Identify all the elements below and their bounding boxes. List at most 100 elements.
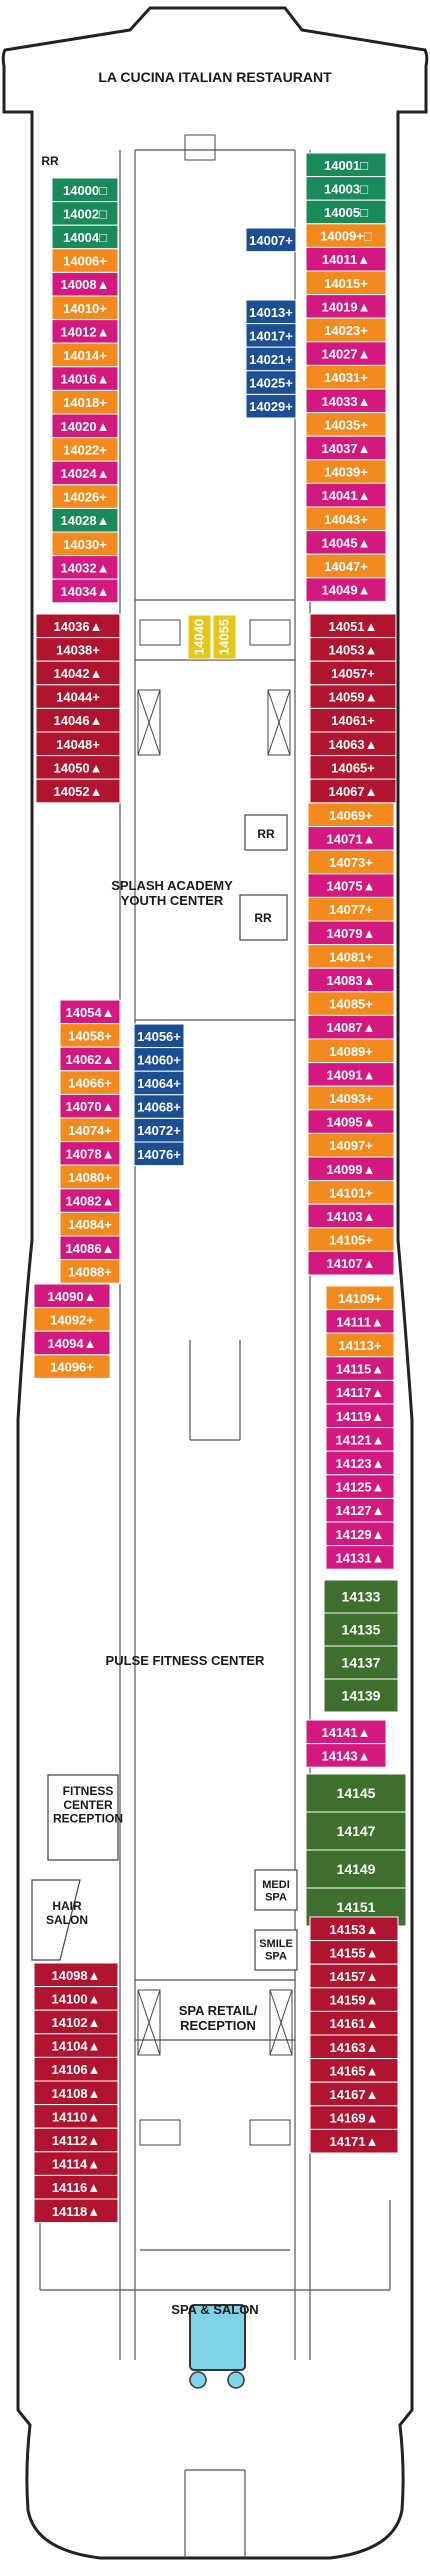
cabin-14017[interactable]: 14017+ [245, 323, 297, 348]
cabin-14067[interactable]: 14067▲ [309, 778, 397, 804]
cabin-14073[interactable]: 14073+ [307, 849, 395, 875]
cabin-14025[interactable]: 14025+ [245, 370, 297, 395]
cabin-14133[interactable]: 14133 [323, 1579, 399, 1614]
cabin-14030[interactable]: 14030+ [51, 531, 119, 557]
cabin-14114[interactable]: 14114▲ [33, 2151, 119, 2176]
cabin-14037[interactable]: 14037▲ [305, 435, 387, 461]
cabin-14129[interactable]: 14129▲ [325, 1521, 395, 1547]
cabin-14080[interactable]: 14080+ [59, 1164, 121, 1190]
cabin-14106[interactable]: 14106▲ [33, 2056, 119, 2082]
cabin-14074[interactable]: 14074+ [59, 1117, 121, 1143]
cabin-14093[interactable]: 14093+ [307, 1085, 395, 1111]
cabin-14131[interactable]: 14131▲ [325, 1545, 395, 1570]
cabin-14147[interactable]: 14147 [305, 1811, 407, 1851]
cabin-14062[interactable]: 14062▲ [59, 1046, 121, 1072]
cabin-14052[interactable]: 14052▲ [35, 778, 121, 804]
cabin-14167[interactable]: 14167▲ [309, 2081, 399, 2107]
cabin-14015[interactable]: 14015+ [305, 270, 387, 296]
cabin-14005[interactable]: 14005□ [305, 199, 387, 225]
cabin-14019[interactable]: 14019▲ [305, 294, 387, 319]
cabin-14006[interactable]: 14006+ [51, 248, 119, 273]
cabin-14054[interactable]: 14054▲ [59, 999, 121, 1025]
cabin-14104[interactable]: 14104▲ [33, 2033, 119, 2058]
cabin-14066[interactable]: 14066+ [59, 1070, 121, 1095]
cabin-14051[interactable]: 14051▲ [309, 613, 397, 639]
cabin-14055[interactable]: 14055 [212, 614, 237, 660]
cabin-14039[interactable]: 14039+ [305, 459, 387, 484]
cabin-14018[interactable]: 14018+ [51, 389, 119, 415]
cabin-14139[interactable]: 14139 [323, 1678, 399, 1713]
cabin-14092[interactable]: 14092+ [33, 1307, 111, 1332]
cabin-14010[interactable]: 14010+ [51, 295, 119, 321]
cabin-14157[interactable]: 14157▲ [309, 1963, 399, 1989]
cabin-14135[interactable]: 14135 [323, 1612, 399, 1647]
cabin-14118[interactable]: 14118▲ [33, 2198, 119, 2224]
cabin-14064[interactable]: 14064+ [133, 1070, 185, 1096]
cabin-14020[interactable]: 14020▲ [51, 413, 119, 439]
cabin-14087[interactable]: 14087▲ [307, 1014, 395, 1040]
cabin-14107[interactable]: 14107▲ [307, 1250, 395, 1276]
cabin-14027[interactable]: 14027▲ [305, 341, 387, 366]
cabin-14040[interactable]: 14040 [187, 614, 212, 660]
cabin-14111[interactable]: 14111▲ [325, 1309, 395, 1334]
cabin-14165[interactable]: 14165▲ [309, 2058, 399, 2083]
cabin-14022[interactable]: 14022+ [51, 437, 119, 462]
cabin-14153[interactable]: 14153▲ [309, 1916, 399, 1942]
cabin-14072[interactable]: 14072+ [133, 1117, 185, 1143]
cabin-14007[interactable]: 14007+ [245, 227, 297, 253]
cabin-14079[interactable]: 14079▲ [307, 920, 395, 946]
cabin-14009[interactable]: 14009+□ [305, 223, 387, 248]
cabin-14171[interactable]: 14171▲ [309, 2128, 399, 2154]
cabin-14113[interactable]: 14113+ [325, 1332, 395, 1358]
cabin-14031[interactable]: 14031+ [305, 364, 387, 390]
cabin-14004[interactable]: 14004□ [51, 224, 119, 250]
cabin-14090[interactable]: 14090▲ [33, 1283, 111, 1309]
cabin-14061[interactable]: 14061+ [309, 707, 397, 733]
cabin-14028[interactable]: 14028▲ [51, 507, 119, 533]
cabin-14137[interactable]: 14137 [323, 1645, 399, 1680]
cabin-14032[interactable]: 14032▲ [51, 555, 119, 580]
cabin-14075[interactable]: 14075▲ [307, 873, 395, 898]
cabin-14084[interactable]: 14084+ [59, 1211, 121, 1237]
cabin-14095[interactable]: 14095▲ [307, 1109, 395, 1134]
cabin-14068[interactable]: 14068+ [133, 1094, 185, 1119]
cabin-14082[interactable]: 14082▲ [59, 1188, 121, 1213]
cabin-14059[interactable]: 14059▲ [309, 684, 397, 709]
cabin-14045[interactable]: 14045▲ [305, 530, 387, 555]
cabin-14048[interactable]: 14048+ [35, 731, 121, 757]
cabin-14035[interactable]: 14035+ [305, 412, 387, 437]
cabin-14013[interactable]: 14013+ [245, 299, 297, 325]
cabin-14100[interactable]: 14100▲ [33, 1986, 119, 2011]
cabin-14038[interactable]: 14038+ [35, 637, 121, 662]
cabin-14110[interactable]: 14110▲ [33, 2104, 119, 2129]
cabin-14121[interactable]: 14121▲ [325, 1427, 395, 1452]
cabin-14127[interactable]: 14127▲ [325, 1497, 395, 1523]
cabin-14033[interactable]: 14033▲ [305, 388, 387, 414]
cabin-14117[interactable]: 14117▲ [325, 1379, 395, 1405]
cabin-14116[interactable]: 14116▲ [33, 2174, 119, 2200]
cabin-14159[interactable]: 14159▲ [309, 1987, 399, 2012]
cabin-14011[interactable]: 14011▲ [305, 246, 387, 272]
cabin-14029[interactable]: 14029+ [245, 393, 297, 419]
cabin-14002[interactable]: 14002□ [51, 201, 119, 226]
cabin-14161[interactable]: 14161▲ [309, 2010, 399, 2036]
cabin-14003[interactable]: 14003□ [305, 176, 387, 201]
cabin-14088[interactable]: 14088+ [59, 1259, 121, 1284]
cabin-14105[interactable]: 14105+ [307, 1227, 395, 1252]
cabin-14024[interactable]: 14024▲ [51, 460, 119, 486]
cabin-14069[interactable]: 14069+ [307, 802, 395, 828]
cabin-14086[interactable]: 14086▲ [59, 1235, 121, 1261]
cabin-14081[interactable]: 14081+ [307, 944, 395, 969]
cabin-14057[interactable]: 14057+ [309, 660, 397, 686]
cabin-14143[interactable]: 14143▲ [305, 1743, 387, 1768]
cabin-14042[interactable]: 14042▲ [35, 660, 121, 686]
cabin-14083[interactable]: 14083▲ [307, 967, 395, 993]
cabin-14053[interactable]: 14053▲ [309, 637, 397, 662]
cabin-14046[interactable]: 14046▲ [35, 707, 121, 733]
cabin-14123[interactable]: 14123▲ [325, 1450, 395, 1476]
cabin-14050[interactable]: 14050▲ [35, 755, 121, 780]
cabin-14141[interactable]: 14141▲ [305, 1719, 387, 1745]
cabin-14098[interactable]: 14098▲ [33, 1962, 119, 1988]
cabin-14169[interactable]: 14169▲ [309, 2105, 399, 2130]
cabin-14060[interactable]: 14060+ [133, 1047, 185, 1072]
